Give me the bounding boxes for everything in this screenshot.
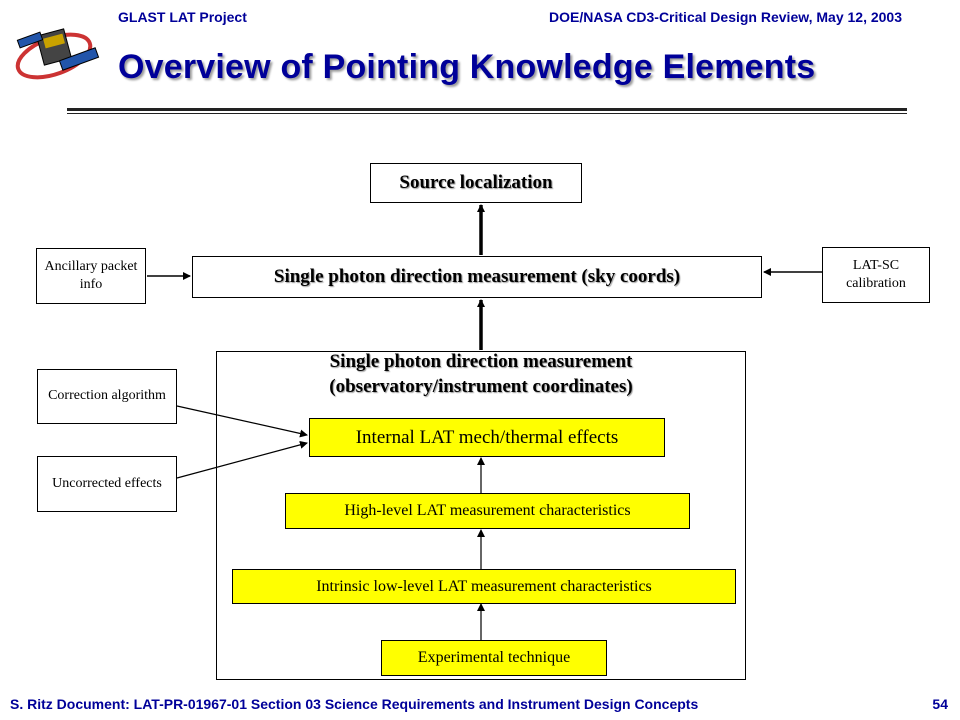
arrow-from-correction: [176, 405, 308, 438]
arrow-from-uncorrected: [176, 440, 308, 479]
header-review: DOE/NASA CD3-Critical Design Review, May…: [549, 9, 902, 25]
ancillary-box: Ancillary packet info: [36, 248, 146, 304]
internal-effects-box: Internal LAT mech/thermal effects: [309, 418, 665, 457]
sky-coords-box: Single photon direction measurement (sky…: [192, 256, 762, 298]
title-rule-thin: [67, 113, 907, 114]
observatory-label: Single photon direction measurement (obs…: [216, 350, 746, 399]
intrinsic-box: Intrinsic low-level LAT measurement char…: [232, 569, 736, 604]
high-level-box: High-level LAT measurement characteristi…: [285, 493, 690, 529]
footer-document: S. Ritz Document: LAT-PR-01967-01 Sectio…: [10, 696, 699, 712]
observatory-label-line1: Single photon direction measurement: [329, 351, 633, 372]
source-localization-box: Source localization: [370, 163, 582, 203]
observatory-container: [216, 351, 746, 680]
glast-satellite-logo: [15, 28, 100, 80]
footer-page-number: 54: [932, 696, 948, 712]
title-rule: [67, 108, 907, 111]
observatory-label-line2: (observatory/instrument coordinates): [329, 375, 633, 397]
uncorrected-box: Uncorrected effects: [37, 456, 177, 512]
header-project: GLAST LAT Project: [118, 9, 247, 25]
experimental-box: Experimental technique: [381, 640, 607, 676]
correction-box: Correction algorithm: [37, 369, 177, 424]
lat-sc-box: LAT-SC calibration: [822, 247, 930, 303]
slide-title: Overview of Pointing Knowledge Elements: [118, 48, 816, 86]
